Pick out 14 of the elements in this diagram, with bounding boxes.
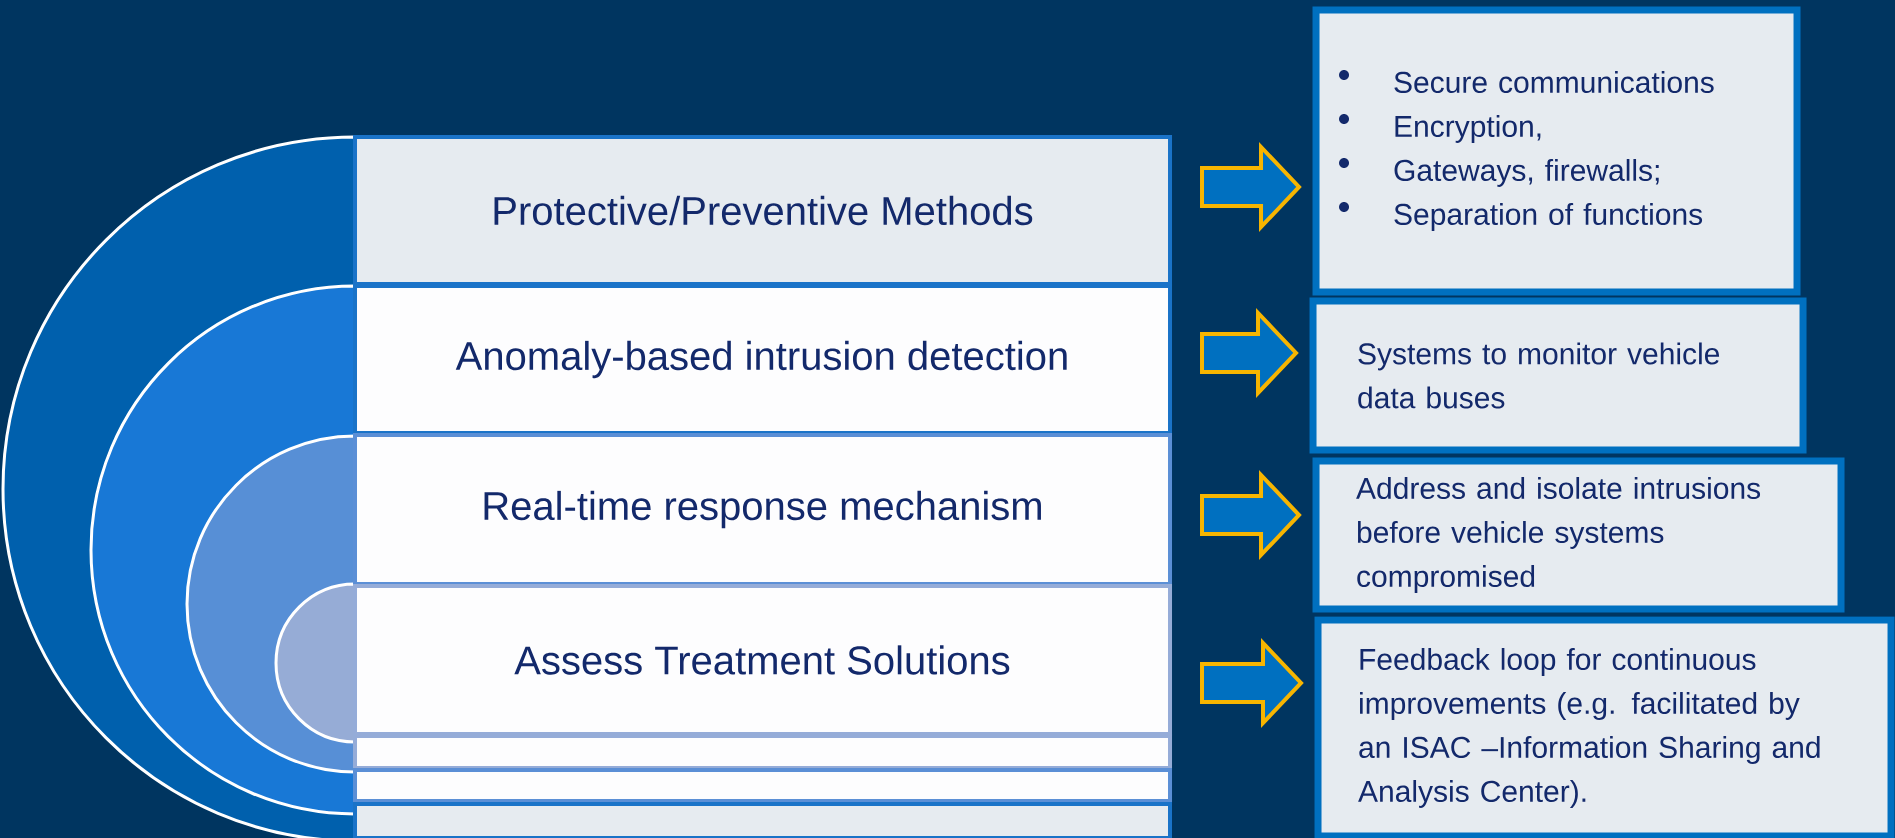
band: Protective/Preventive Methods [353, 135, 1172, 286]
block-arrow [1200, 638, 1304, 728]
bullet-list-box: Secure communications Encryption, Gateways, firewalls; Separation of functions [1312, 6, 1801, 296]
band: Real-time response mechanism [353, 433, 1172, 586]
text-box: Systems to monitor vehicle data buses [1309, 297, 1807, 454]
text-box: Feedback loop for continuous improvements (e.g. facilitated by an ISAC –Information Sharing and Analysis Center). [1314, 616, 1895, 838]
block-arrow [1200, 142, 1302, 232]
block-arrow [1200, 308, 1299, 398]
empty-band [353, 768, 1172, 803]
band: Anomaly-based intrusion detection [353, 284, 1172, 435]
empty-band [353, 734, 1172, 770]
block-arrow [1200, 470, 1302, 560]
empty-band [353, 802, 1172, 838]
text-box: Address and isolate intrusions before vehicle systems compromised [1312, 457, 1845, 613]
